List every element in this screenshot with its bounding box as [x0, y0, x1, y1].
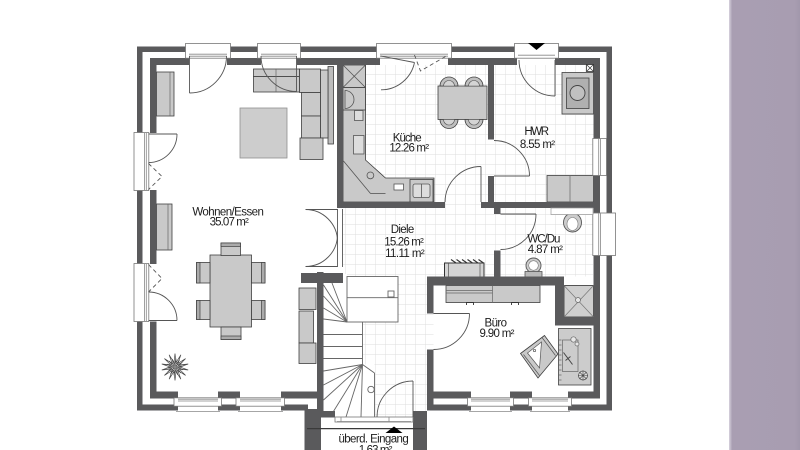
svg-text:überd. Eingang: überd. Eingang: [338, 434, 408, 446]
svg-text:11.11 m²: 11.11 m²: [385, 248, 425, 260]
svg-text:HWR: HWR: [524, 126, 549, 138]
svg-text:Diele: Diele: [391, 224, 415, 236]
svg-text:4.87 m²: 4.87 m²: [528, 244, 563, 256]
svg-text:9.90 m²: 9.90 m²: [480, 328, 515, 340]
svg-text:8.55 m²: 8.55 m²: [520, 139, 555, 151]
svg-text:Küche: Küche: [393, 132, 422, 144]
svg-text:Büro: Büro: [485, 318, 508, 330]
svg-text:Wohnen/Essen: Wohnen/Essen: [192, 206, 264, 218]
svg-text:WC/Du: WC/Du: [527, 234, 560, 246]
svg-text:1.63 m²: 1.63 m²: [359, 445, 393, 450]
svg-text:12.26 m²: 12.26 m²: [389, 143, 429, 155]
svg-text:35.07 m²: 35.07 m²: [210, 217, 249, 229]
svg-text:15.26 m²: 15.26 m²: [384, 237, 424, 249]
